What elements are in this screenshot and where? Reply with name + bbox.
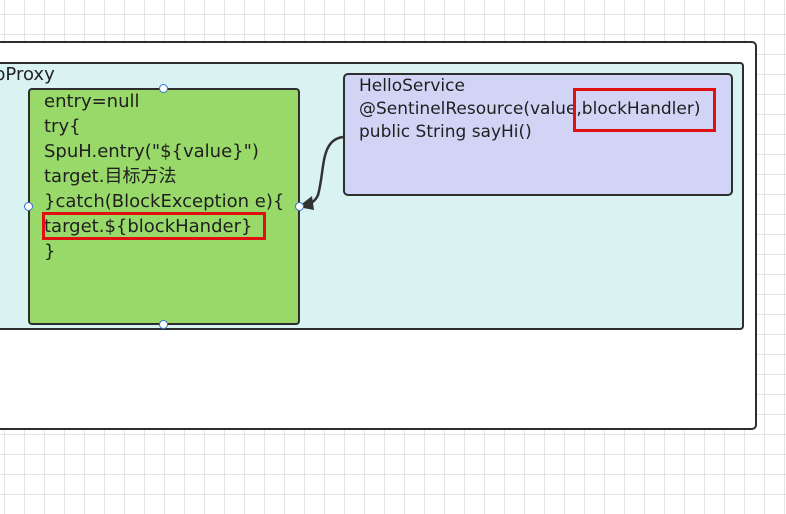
service-name: HelloService <box>359 76 465 96</box>
selection-handle-right[interactable] <box>295 202 304 211</box>
code-line-catch: }catch(BlockException e){ <box>44 191 285 212</box>
highlight-block-handler <box>573 88 716 132</box>
selection-handle-left[interactable] <box>24 202 33 211</box>
service-annotation: @SentinelResource(value,blockHandler) <box>359 99 701 119</box>
connector-line <box>302 135 344 208</box>
selection-handle-top[interactable] <box>159 84 168 93</box>
code-line-spuh-entry: SpuH.entry("${value}") <box>44 141 259 162</box>
hello-service-node[interactable] <box>343 73 733 196</box>
code-line-try: try{ <box>44 116 81 137</box>
highlight-block-hander <box>42 212 266 240</box>
selection-handle-bottom[interactable] <box>159 320 168 329</box>
code-line-target-method: target.目标方法 <box>44 166 177 187</box>
service-method: public String sayHi() <box>359 122 532 142</box>
code-line-block-hander: target.${blockHander} <box>44 216 253 237</box>
proxy-title: bProxy <box>0 64 55 85</box>
code-line-entry: entry=null <box>44 91 140 112</box>
code-line-close-brace: } <box>44 241 56 262</box>
